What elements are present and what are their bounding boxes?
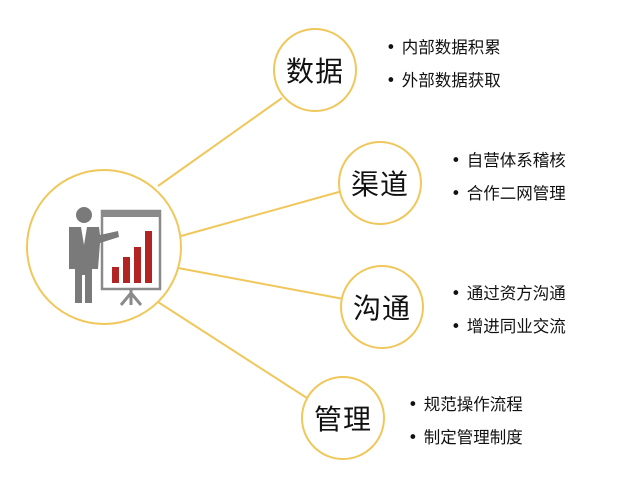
node-management-label: 管理 bbox=[313, 403, 372, 436]
presenter-with-bar-chart-icon bbox=[68, 206, 161, 306]
node-data-items: 内部数据积累 外部数据获取 bbox=[386, 31, 501, 97]
connector-line-communication bbox=[177, 267, 350, 301]
node-communication: 沟通 bbox=[340, 265, 424, 349]
bullet-item: 自营体系稽核 bbox=[451, 144, 566, 177]
node-data-label: 数据 bbox=[285, 55, 344, 88]
node-channel-items: 自营体系稽核 合作二网管理 bbox=[451, 144, 566, 210]
node-management: 管理 bbox=[301, 376, 385, 460]
node-communication-label: 沟通 bbox=[352, 292, 411, 325]
node-data: 数据 bbox=[273, 28, 357, 112]
node-management-items: 规范操作流程 制定管理制度 bbox=[408, 388, 523, 454]
bullet-item: 合作二网管理 bbox=[451, 177, 566, 210]
bullet-item: 制定管理制度 bbox=[408, 421, 523, 454]
node-communication-items: 通过资方沟通 增进同业交流 bbox=[451, 277, 566, 343]
node-channel-label: 渠道 bbox=[350, 168, 409, 201]
bullet-item: 通过资方沟通 bbox=[451, 277, 566, 310]
node-channel: 渠道 bbox=[338, 141, 422, 225]
bullet-item: 外部数据获取 bbox=[386, 64, 501, 97]
center-circle bbox=[26, 169, 182, 325]
connector-line-channel bbox=[180, 189, 347, 237]
connector-line-data bbox=[157, 97, 283, 187]
bullet-item: 内部数据积累 bbox=[386, 31, 501, 64]
connector-line-management bbox=[157, 301, 311, 401]
bullet-item: 规范操作流程 bbox=[408, 388, 523, 421]
bullet-item: 增进同业交流 bbox=[451, 310, 566, 343]
